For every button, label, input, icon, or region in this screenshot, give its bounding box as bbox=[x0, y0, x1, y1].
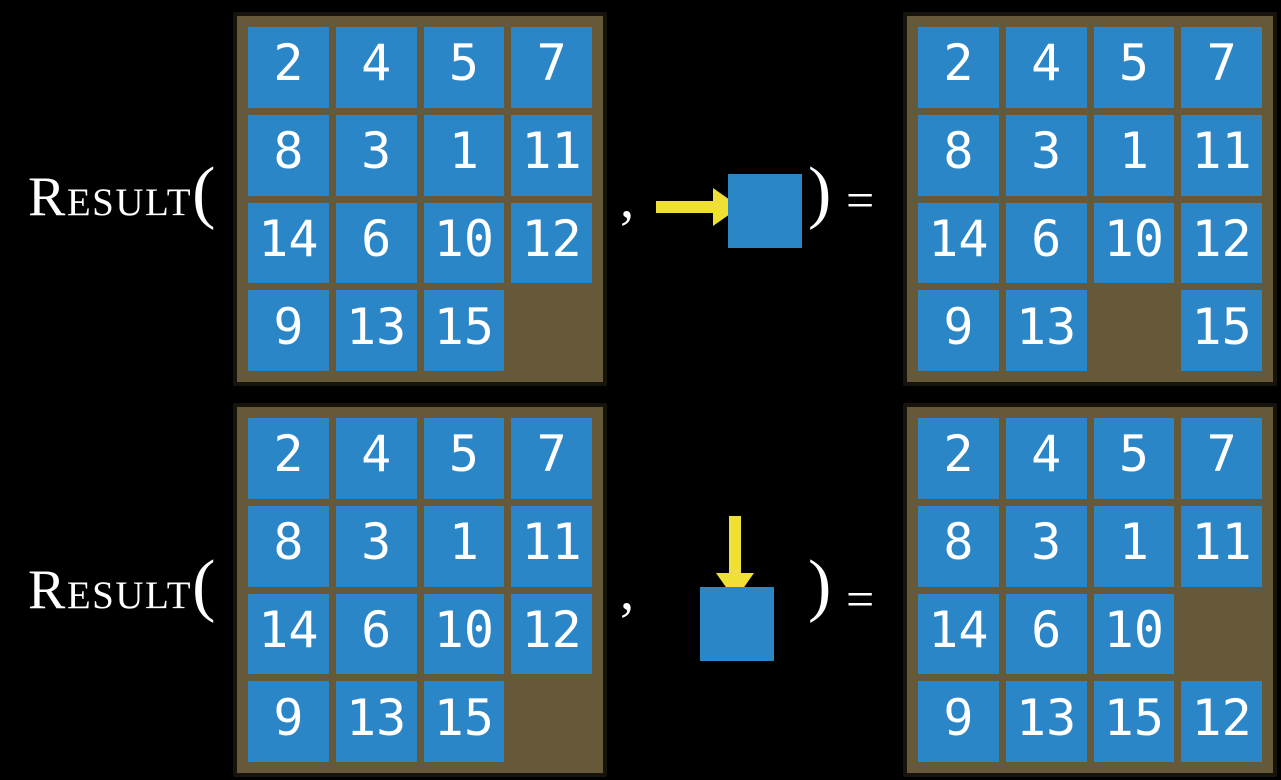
puzzle-tile: 14 bbox=[248, 593, 329, 675]
puzzle-tile: 5 bbox=[423, 418, 505, 499]
puzzle-tile: 14 bbox=[918, 593, 999, 675]
puzzle-tile: 5 bbox=[1093, 418, 1175, 499]
puzzle-tile: 15 bbox=[423, 681, 505, 762]
right-arrow-icon bbox=[656, 188, 740, 226]
empty-cell bbox=[1181, 594, 1262, 675]
puzzle-tile: 12 bbox=[1181, 202, 1262, 284]
puzzle-tile: 11 bbox=[511, 114, 592, 196]
puzzle-tile: 13 bbox=[335, 290, 417, 371]
puzzle-tile: 6 bbox=[335, 593, 417, 675]
puzzle-tile: 13 bbox=[335, 681, 417, 762]
puzzle-tile: 8 bbox=[248, 505, 329, 587]
puzzle-tile: 2 bbox=[918, 27, 999, 108]
puzzle-tile: 7 bbox=[1181, 418, 1262, 499]
puzzle-tile: 4 bbox=[335, 27, 417, 108]
puzzle-tile: 1 bbox=[1093, 505, 1175, 587]
action-tile-down bbox=[700, 587, 774, 661]
function-name: Result bbox=[28, 559, 193, 621]
puzzle-tile: 9 bbox=[248, 290, 329, 371]
puzzle-tile: 4 bbox=[1005, 27, 1087, 108]
puzzle-tile: 12 bbox=[1181, 681, 1262, 762]
puzzle-tile: 4 bbox=[1005, 418, 1087, 499]
equals-sign: = bbox=[846, 571, 875, 627]
puzzle-tile: 6 bbox=[1005, 593, 1087, 675]
function-label: Result ( bbox=[28, 551, 215, 621]
puzzle-tile: 9 bbox=[918, 681, 999, 762]
puzzle-tile: 7 bbox=[511, 27, 592, 108]
empty-cell bbox=[511, 681, 592, 762]
puzzle-tile: 15 bbox=[1093, 681, 1175, 762]
puzzle-tile: 9 bbox=[918, 290, 999, 371]
puzzle-tile: 2 bbox=[918, 418, 999, 499]
empty-cell bbox=[511, 290, 592, 371]
function-name: Result bbox=[28, 166, 193, 228]
puzzle-tile: 8 bbox=[918, 505, 999, 587]
equals-sign: = bbox=[846, 172, 875, 228]
comma: , bbox=[620, 559, 635, 622]
puzzle-tile: 7 bbox=[1181, 27, 1262, 108]
puzzle-tile: 4 bbox=[335, 418, 417, 499]
puzzle-tile: 3 bbox=[1005, 114, 1087, 196]
puzzle-tile: 14 bbox=[248, 202, 329, 284]
puzzle-tile: 6 bbox=[1005, 202, 1087, 284]
puzzle-tile: 12 bbox=[511, 202, 592, 284]
open-paren: ( bbox=[192, 154, 216, 231]
puzzle-tile: 2 bbox=[248, 27, 329, 108]
puzzle-tile: 5 bbox=[423, 27, 505, 108]
puzzle-tile: 11 bbox=[511, 505, 592, 587]
puzzle-tile: 7 bbox=[511, 418, 592, 499]
puzzle-tile: 13 bbox=[1005, 681, 1087, 762]
puzzle-tile: 6 bbox=[335, 202, 417, 284]
puzzle-tile: 13 bbox=[1005, 290, 1087, 371]
close-paren: ) bbox=[808, 547, 832, 624]
function-label: Result ( bbox=[28, 158, 215, 228]
puzzle-tile: 12 bbox=[511, 593, 592, 675]
close-paren: ) bbox=[808, 154, 832, 231]
puzzle-tile: 8 bbox=[248, 114, 329, 196]
puzzle-tile: 1 bbox=[423, 114, 505, 196]
puzzle-tile: 3 bbox=[1005, 505, 1087, 587]
puzzle-tile: 1 bbox=[423, 505, 505, 587]
puzzle-tile: 11 bbox=[1181, 505, 1262, 587]
comma: , bbox=[620, 167, 635, 230]
puzzle-tile: 2 bbox=[248, 418, 329, 499]
puzzle-tile: 11 bbox=[1181, 114, 1262, 196]
down-arrow-icon bbox=[716, 516, 754, 600]
puzzle-tile: 1 bbox=[1093, 114, 1175, 196]
puzzle-tile: 10 bbox=[1093, 593, 1175, 675]
puzzle-tile: 15 bbox=[1181, 290, 1262, 371]
puzzle-tile: 10 bbox=[423, 202, 505, 284]
action-tile-right bbox=[728, 174, 802, 248]
puzzle-tile: 8 bbox=[918, 114, 999, 196]
puzzle-tile: 15 bbox=[423, 290, 505, 371]
puzzle-tile: 5 bbox=[1093, 27, 1175, 108]
open-paren: ( bbox=[192, 547, 216, 624]
puzzle-tile: 3 bbox=[335, 505, 417, 587]
empty-cell bbox=[1094, 290, 1175, 371]
puzzle-tile: 10 bbox=[423, 593, 505, 675]
puzzle-tile: 10 bbox=[1093, 202, 1175, 284]
puzzle-tile: 14 bbox=[918, 202, 999, 284]
puzzle-tile: 3 bbox=[335, 114, 417, 196]
puzzle-tile: 9 bbox=[248, 681, 329, 762]
